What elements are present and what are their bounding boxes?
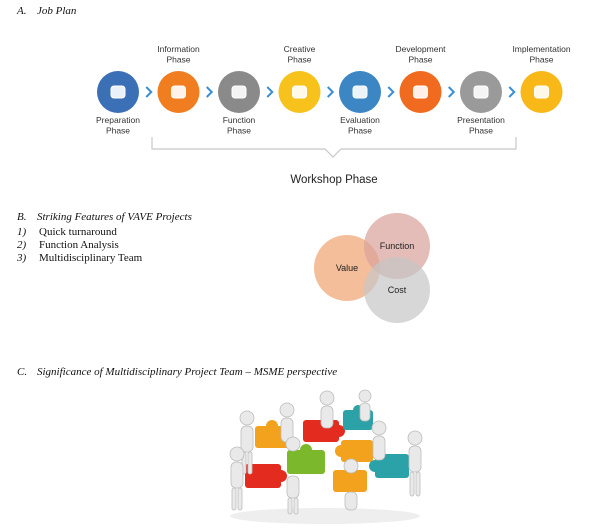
venn-value-label: Value bbox=[336, 263, 358, 273]
phase-label: Phase bbox=[287, 55, 311, 65]
section-a-heading: A. Job Plan bbox=[17, 5, 76, 17]
section-title: Significance of Multidisciplinary Projec… bbox=[37, 366, 338, 378]
venn-cost-circle bbox=[364, 257, 430, 323]
chevron-right-icon bbox=[145, 86, 153, 98]
list-text: Quick turnaround bbox=[39, 226, 117, 238]
phase-label: Phase bbox=[469, 126, 493, 136]
gears-icon bbox=[231, 85, 247, 99]
section-number: A. bbox=[17, 5, 27, 17]
section-title: Striking Features of VAVE Projects bbox=[37, 211, 192, 223]
workshop-label: Workshop Phase bbox=[290, 174, 377, 186]
list-item: 2) Function Analysis bbox=[17, 239, 142, 252]
phase-label: Phase bbox=[166, 55, 190, 65]
list-text: Function Analysis bbox=[39, 239, 119, 251]
section-title: Job Plan bbox=[37, 5, 77, 17]
list-number: 1) bbox=[17, 226, 27, 238]
phase-label: Evaluation bbox=[340, 115, 380, 125]
phase-label: Information bbox=[157, 44, 200, 54]
phase-label: Phase bbox=[106, 126, 130, 136]
chevron-right-icon bbox=[508, 86, 516, 98]
phase-label: Preparation bbox=[96, 115, 140, 125]
venn-cost-label: Cost bbox=[388, 285, 407, 295]
phase-label: Creative bbox=[284, 44, 316, 54]
handshake-icon bbox=[110, 85, 126, 99]
venn-function-label: Function bbox=[380, 241, 415, 251]
venn-diagram: Value Function Cost bbox=[314, 213, 430, 323]
list-item: 1) Quick turnaround bbox=[17, 226, 142, 239]
phase-label: Function bbox=[223, 115, 256, 125]
phase-label: Development bbox=[395, 44, 446, 54]
chevron-right-icon bbox=[448, 86, 456, 98]
section-number: B. bbox=[17, 211, 27, 223]
phase-label: Presentation bbox=[457, 115, 505, 125]
section-number: C. bbox=[17, 366, 28, 378]
lightbulb-icon bbox=[292, 85, 307, 99]
phase-label: Phase bbox=[227, 126, 251, 136]
chevron-right-icon bbox=[266, 86, 274, 98]
team-puzzle-icon bbox=[229, 389, 423, 524]
features-list: 1) Quick turnaround 2) Function Analysis 3… bbox=[17, 226, 142, 265]
list-item: 3) Multidisciplinary Team bbox=[17, 252, 142, 265]
chevron-right-icon bbox=[327, 86, 335, 98]
person-info-icon bbox=[171, 85, 186, 99]
venn-value-circle bbox=[314, 235, 380, 301]
phase-label: Phase bbox=[408, 55, 432, 65]
thumbs-up-icon bbox=[534, 85, 549, 99]
workshop-bracket bbox=[151, 137, 517, 158]
list-number: 2) bbox=[17, 239, 27, 251]
section-b-heading: B. Striking Features of VAVE Projects bbox=[17, 211, 192, 223]
chart-evaluation-icon bbox=[352, 85, 368, 99]
job-plan-diagram: PreparationPhaseInformationPhaseFunction… bbox=[96, 44, 571, 186]
chevron-right-icon bbox=[387, 86, 395, 98]
clipboard-icon bbox=[413, 85, 428, 99]
phase-label: Phase bbox=[348, 126, 372, 136]
presentation-board-icon bbox=[473, 85, 489, 99]
phase-label: Phase bbox=[529, 55, 553, 65]
chevron-right-icon bbox=[206, 86, 214, 98]
list-number: 3) bbox=[17, 252, 27, 264]
team-people bbox=[229, 389, 423, 515]
section-c-heading: C. Significance of Multidisciplinary Proj… bbox=[17, 366, 337, 378]
list-text: Multidisciplinary Team bbox=[39, 252, 143, 264]
phase-label: Implementation bbox=[512, 44, 570, 54]
